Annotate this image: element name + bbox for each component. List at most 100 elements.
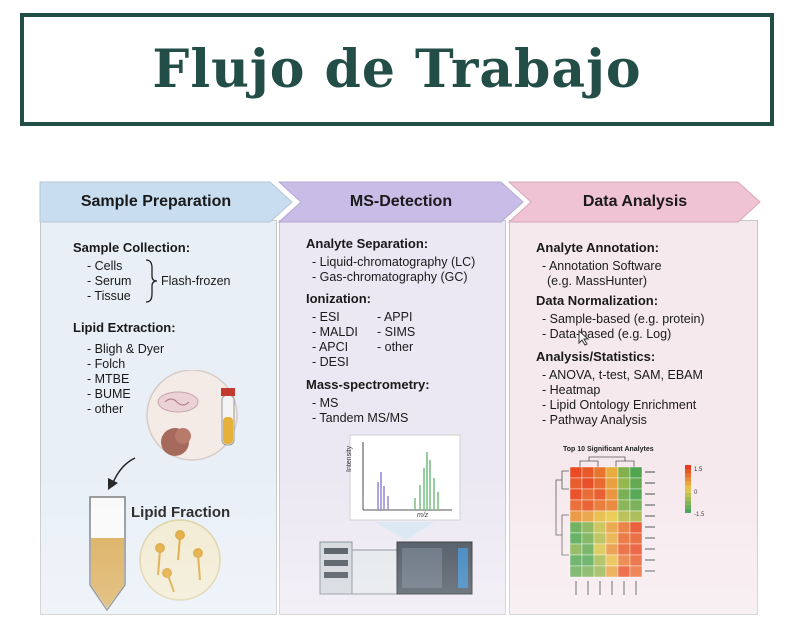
ionization-item: - DESI xyxy=(312,355,349,369)
ionization-item: - other xyxy=(377,340,414,354)
spectrometry-item: - Tandem MS/MS xyxy=(312,411,409,425)
lipid-extraction-section: Lipid Extraction: - Bligh & Dyer - Folch… xyxy=(73,320,176,417)
title-banner: Flujo de Trabajo xyxy=(20,13,774,126)
extraction-item: - Folch xyxy=(87,357,126,371)
extraction-item: - BUME xyxy=(87,387,131,401)
collection-item: - Cells xyxy=(87,259,123,273)
heatmap-row-label xyxy=(645,493,655,495)
heatmap-row-label xyxy=(645,482,655,484)
ionization-item: - ESI xyxy=(312,310,340,324)
heatmap-cell xyxy=(569,510,583,523)
heatmap-cell xyxy=(593,510,607,523)
heatmap-cell xyxy=(629,565,643,578)
heatmap-color-legend xyxy=(685,465,691,513)
normalization-item: - Data-based (e.g. Log) xyxy=(542,327,672,341)
heatmap-cell xyxy=(617,466,631,479)
mouse-cursor-icon xyxy=(578,330,590,346)
normalization-item: - Sample-based (e.g. protein) xyxy=(542,312,705,326)
brace-icon xyxy=(145,259,158,303)
heatmap-cell xyxy=(617,499,631,512)
ionization-right-list: - APPI - SIMS - other xyxy=(377,310,415,355)
heatmap-cell xyxy=(629,532,643,545)
heatmap-dendrogram xyxy=(555,456,635,556)
heatmap-cell xyxy=(593,543,607,556)
heatmap-cell xyxy=(593,477,607,490)
heatmap-cell xyxy=(605,565,619,578)
spectrum-peaks-green xyxy=(414,452,439,510)
analyte-separation-title: Analyte Separation: xyxy=(306,236,429,251)
heatmap-cell xyxy=(605,554,619,567)
heatmap-cell xyxy=(605,466,619,479)
heatmap-cell xyxy=(593,565,607,578)
spectrum-plot-frame xyxy=(349,434,461,521)
heatmap-column-label xyxy=(611,581,613,595)
heatmap-cell xyxy=(593,532,607,545)
heatmap-cell xyxy=(605,499,619,512)
heatmap-cell xyxy=(569,521,583,534)
ionization-section: Ionization: xyxy=(306,291,371,310)
step-label-data-analysis: Data Analysis xyxy=(582,193,688,210)
step-label-ms-detection: MS-Detection xyxy=(349,193,453,210)
heatmap-cell xyxy=(581,466,595,479)
analysis-statistics-section: Analysis/Statistics: - ANOVA, t-test, SA… xyxy=(536,349,703,428)
separation-item: - Gas-chromatography (GC) xyxy=(312,270,468,284)
legend-swatch xyxy=(685,485,691,489)
heatmap-cell xyxy=(581,521,595,534)
step-arrows xyxy=(39,181,761,223)
heatmap-title: Top 10 Significant Analytes xyxy=(563,446,654,453)
legend-swatch xyxy=(685,473,691,477)
data-normalization-title: Data Normalization: xyxy=(536,293,659,308)
heatmap-cell xyxy=(629,499,643,512)
heatmap-cell xyxy=(617,477,631,490)
lipid-molecule-icon xyxy=(155,530,203,593)
legend-swatch xyxy=(685,469,691,473)
heatmap-cell xyxy=(569,532,583,545)
step-label-sample-preparation: Sample Preparation xyxy=(80,193,232,210)
analyte-annotation-title: Analyte Annotation: xyxy=(536,240,660,255)
extraction-item: - Bligh & Dyer xyxy=(87,342,165,356)
legend-swatch xyxy=(685,465,691,469)
statistics-item: - Pathway Analysis xyxy=(542,413,647,427)
statistics-item: - Lipid Ontology Enrichment xyxy=(542,398,697,412)
heatmap-cell xyxy=(605,532,619,545)
ionization-item: - APCI xyxy=(312,340,349,354)
heatmap-row-label xyxy=(645,559,655,561)
heatmap-cell xyxy=(569,565,583,578)
data-normalization-section: Data Normalization: - Sample-based (e.g.… xyxy=(536,293,705,342)
heatmap-row-label xyxy=(645,537,655,539)
beam-icon xyxy=(375,522,435,540)
heatmap-cell xyxy=(605,521,619,534)
extraction-item: - MTBE xyxy=(87,372,130,386)
heatmap-column-label xyxy=(623,581,625,595)
ion-source-icon xyxy=(351,549,398,595)
statistics-item: - ANOVA, t-test, SAM, EBAM xyxy=(542,368,703,382)
heatmap-cell xyxy=(605,510,619,523)
heatmap-cell xyxy=(617,510,631,523)
heatmap-cell xyxy=(617,488,631,501)
heatmap-cell xyxy=(629,510,643,523)
heatmap-cell xyxy=(593,499,607,512)
step-arrow-1 xyxy=(39,181,293,223)
legend-swatch xyxy=(685,497,691,501)
heatmap-row-label xyxy=(645,548,655,550)
heatmap-cell xyxy=(617,532,631,545)
heatmap-column-label xyxy=(575,581,577,595)
ionization-item: - APPI xyxy=(377,310,413,324)
heatmap-row-label xyxy=(645,570,655,572)
mass-spectrometry-section: Mass-spectrometry: - MS - Tandem MS/MS xyxy=(306,377,430,426)
heatmap-cell xyxy=(617,565,631,578)
heatmap-cell xyxy=(581,543,595,556)
heatmap-cell xyxy=(569,543,583,556)
heatmap-cell xyxy=(581,565,595,578)
heatmap-row-label xyxy=(645,526,655,528)
heatmap-cell xyxy=(569,554,583,567)
heatmap-cell xyxy=(581,554,595,567)
legend-swatch xyxy=(685,493,691,497)
heatmap-column-label xyxy=(599,581,601,595)
flash-frozen-note: Flash-frozen xyxy=(161,274,231,288)
heatmap-cell xyxy=(581,488,595,501)
heatmap-cell xyxy=(569,466,583,479)
legend-tick-label: 0 xyxy=(694,490,698,496)
heatmap-cell xyxy=(629,521,643,534)
separation-item: - Liquid-chromatography (LC) xyxy=(312,255,476,269)
